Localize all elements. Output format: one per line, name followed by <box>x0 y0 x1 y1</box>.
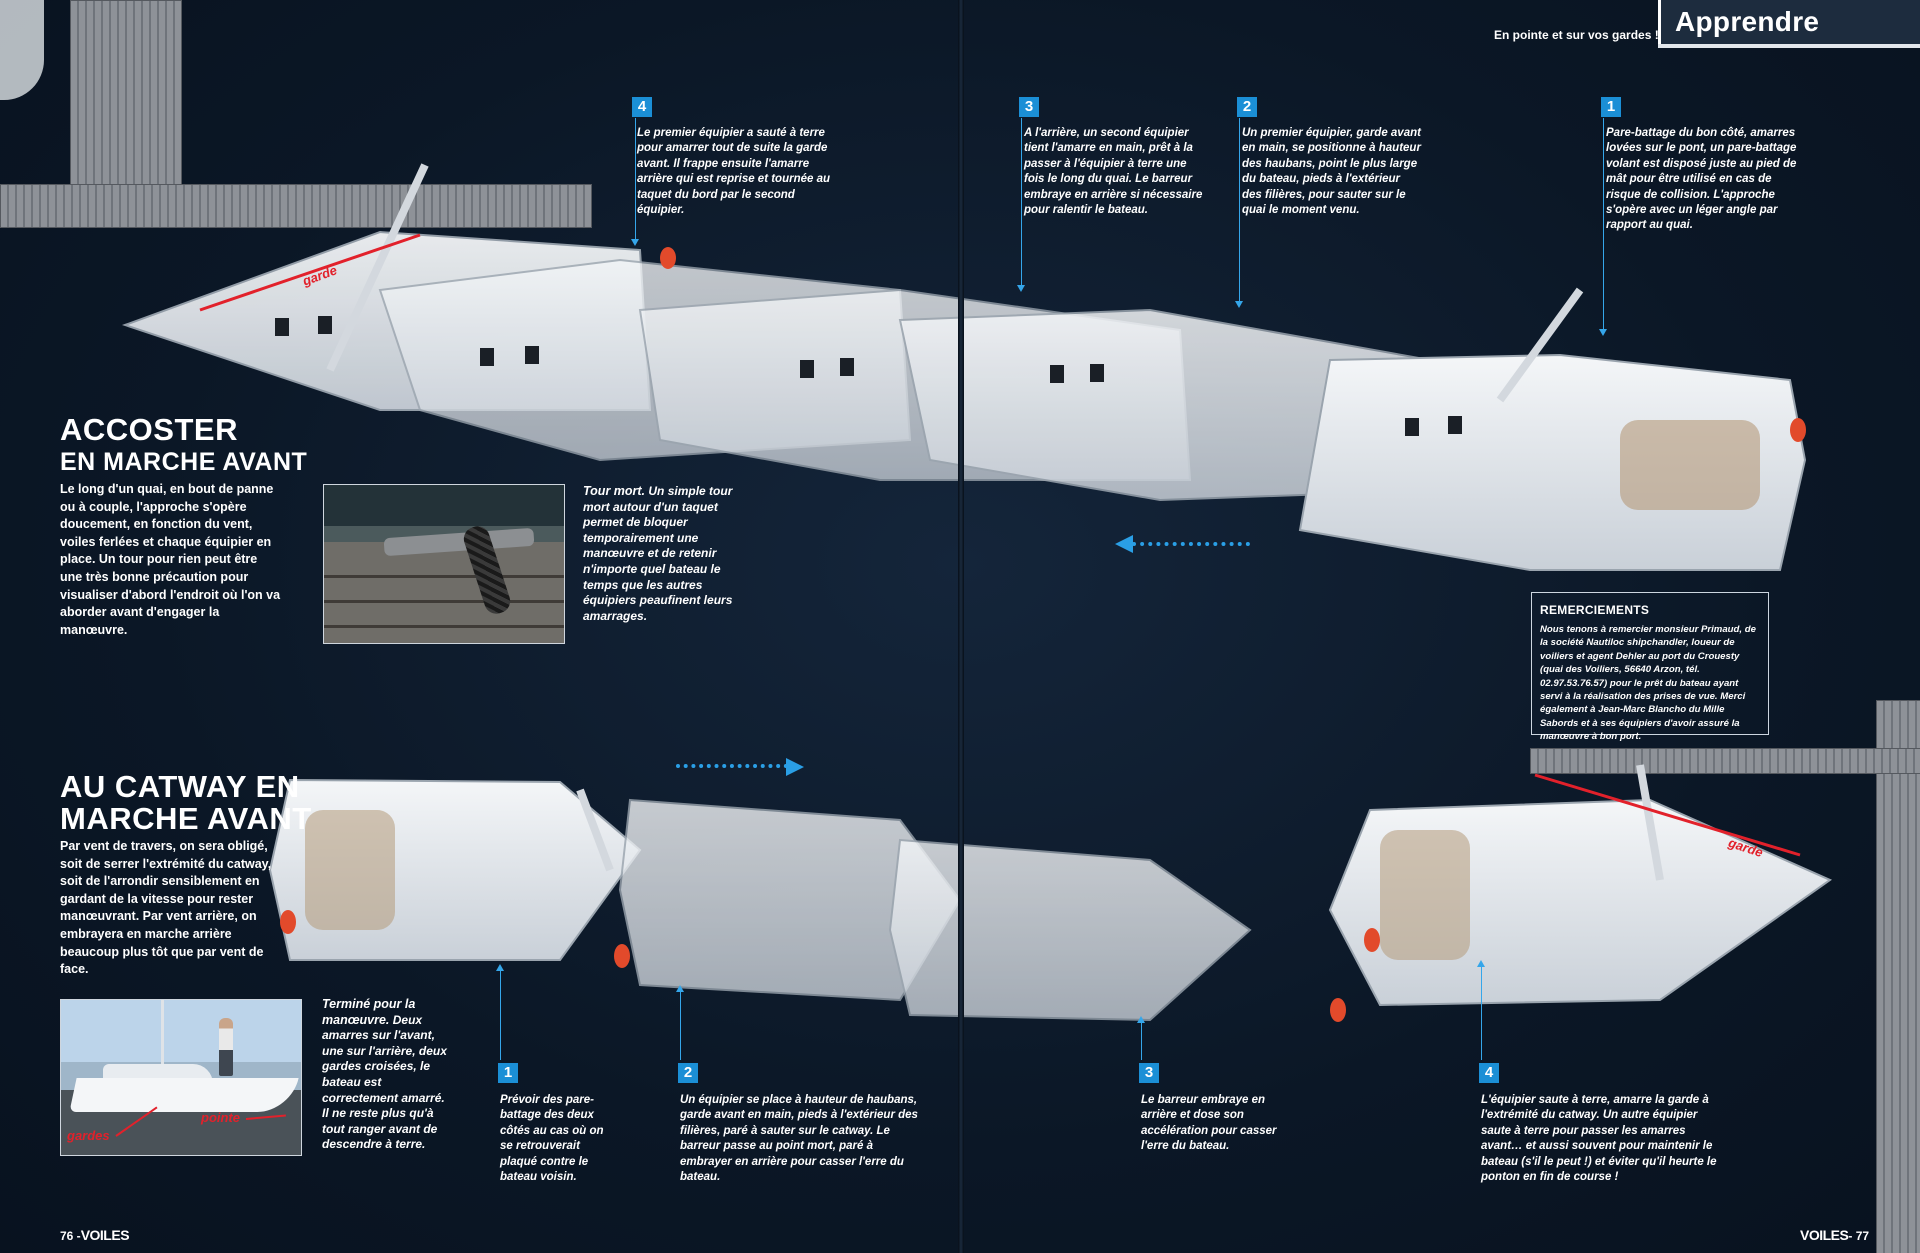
quay-right <box>1876 700 1920 1253</box>
photo-caption-tour-mort: Tour mort. Un simple tour mort autour d'… <box>583 484 733 624</box>
finger-pier <box>0 184 592 228</box>
folio-right-num: - 77 <box>1848 1229 1870 1243</box>
leader-bottom-1 <box>496 964 504 1060</box>
section2-title-line1: Au catway en <box>60 769 300 804</box>
header-strip <box>1658 44 1920 48</box>
boat-bottom-4 <box>1328 798 1833 1007</box>
section1-body: Le long d'un quai, en bout de panne ou à… <box>60 482 281 637</box>
step-caption-bottom-4: L'équipier saute à terre, amarre la gard… <box>1481 1094 1717 1184</box>
section2-title: Au catway en marche avant <box>60 769 312 836</box>
step-badge-bottom-2: 2 <box>678 1063 698 1083</box>
header-section: Apprendre <box>1675 6 1820 37</box>
section1-title-line1: Accoster <box>60 412 238 447</box>
section2-body: Par vent de travers, on sera obligé, soi… <box>60 839 272 977</box>
leader-bottom-2 <box>676 985 684 1060</box>
photo-mast <box>161 1000 164 1070</box>
photo-label-pointe: pointe <box>201 1110 240 1125</box>
portholes-top <box>275 316 1462 436</box>
section2-title-line2: marche avant <box>60 801 312 836</box>
boat-sequence-top <box>121 163 1807 571</box>
step-caption-top-4: Le premier équipier a sauté à terre pour… <box>637 127 831 217</box>
step-badge-top-2: 2 <box>1237 97 1257 117</box>
header-tab: Apprendre <box>1658 0 1920 48</box>
folio-left: 76 -VOILES <box>60 1227 130 1243</box>
quay-top <box>70 0 182 198</box>
step-badge-top-4: 4 <box>632 97 652 117</box>
garde-line-bottom <box>1534 773 1801 857</box>
boat-bottom-2 <box>618 798 962 1002</box>
step-caption-bottom-2: Un équipier se place à hauteur de hauban… <box>680 1094 918 1184</box>
leader-bottom-4 <box>1477 960 1485 1060</box>
leader-top-4 <box>631 118 639 246</box>
folio-right-mag: VOILES <box>1800 1227 1849 1243</box>
step-badge-bottom-1: 1 <box>498 1063 518 1083</box>
header-kicker: En pointe et sur vos gardes ! <box>1494 28 1659 42</box>
arrowhead-top <box>1115 535 1133 553</box>
direction-arrow-bottom <box>676 764 788 768</box>
fenders-top <box>660 247 1806 442</box>
step-caption-top-1: Pare-battage du bon côté, amarres lovées… <box>1606 127 1797 232</box>
mast-bottom-4 <box>1636 764 1664 881</box>
photo-tour-mort <box>323 484 565 644</box>
page-gutter <box>958 0 964 1253</box>
photo-caption-tour-mort-title: Tour mort. <box>583 484 646 498</box>
mast-top-5 <box>1496 287 1584 403</box>
arrowhead-bottom <box>786 758 804 776</box>
step-caption-top-3: A l'arrière, un second équipier tient l'… <box>1024 127 1203 217</box>
step-badge-bottom-3: 3 <box>1139 1063 1159 1083</box>
catway-right <box>1530 748 1920 774</box>
boat-top-5 <box>1298 353 1807 571</box>
step-caption-bottom-1: Prévoir des pare-battage des deux côtés … <box>500 1094 604 1184</box>
photo-arrow-2 <box>245 1114 286 1120</box>
photo-label-gardes: gardes <box>67 1128 110 1143</box>
leader-bottom-3 <box>1137 1016 1145 1060</box>
thanks-body: Nous tenons à remercier monsieur Primaud… <box>1540 624 1756 743</box>
moored-boat-corner <box>0 0 44 100</box>
step-caption-bottom-3: Le barreur embraye en arrière et dose so… <box>1141 1094 1277 1153</box>
folio-right: VOILES- 77 <box>1800 1227 1869 1243</box>
thanks-title: REMERCIEMENTS <box>1540 603 1650 617</box>
step-caption-top-2: Un premier équipier, garde avant en main… <box>1242 127 1421 217</box>
cleat <box>383 527 535 557</box>
mast-bottom-1 <box>576 788 614 872</box>
section1-title-line2: en marche avant <box>60 448 308 476</box>
leader-top-3 <box>1017 118 1025 292</box>
step-badge-bottom-4: 4 <box>1479 1063 1499 1083</box>
step-badge-top-1: 1 <box>1601 97 1621 117</box>
section1-title: Accoster en marche avant <box>60 412 308 477</box>
leader-top-1 <box>1599 118 1607 336</box>
folio-left-mag: VOILES <box>80 1227 130 1243</box>
photo-caption-termine: Terminé pour la manœuvre. Deux amarres s… <box>322 997 452 1153</box>
thanks-box: REMERCIEMENTS Nous tenons à remercier mo… <box>1531 592 1769 742</box>
photo-crew-member <box>219 1018 233 1076</box>
step-badge-top-3: 3 <box>1019 97 1039 117</box>
photo-boat-moored: gardes pointe <box>60 999 302 1156</box>
boat-sequence-bottom <box>268 764 1833 1022</box>
folio-left-num: 76 - <box>60 1229 81 1243</box>
photo-caption-termine-text: Deux amarres sur l'avant, une sur l'arri… <box>322 1012 447 1152</box>
leader-top-2 <box>1235 118 1243 308</box>
photo-hull <box>69 1078 299 1112</box>
photo-caption-termine-title: Terminé pour la manœuvre. <box>322 997 416 1027</box>
direction-arrow-top <box>1132 542 1250 546</box>
garde-line-top <box>199 233 421 312</box>
photo-caption-tour-mort-text: Un simple tour mort autour d'un taquet p… <box>583 484 733 623</box>
mast-top-1 <box>326 163 429 372</box>
boat-bottom-3 <box>888 838 1252 1022</box>
boat-bottom-1 <box>268 778 642 961</box>
fenders-bottom <box>280 910 1380 1022</box>
